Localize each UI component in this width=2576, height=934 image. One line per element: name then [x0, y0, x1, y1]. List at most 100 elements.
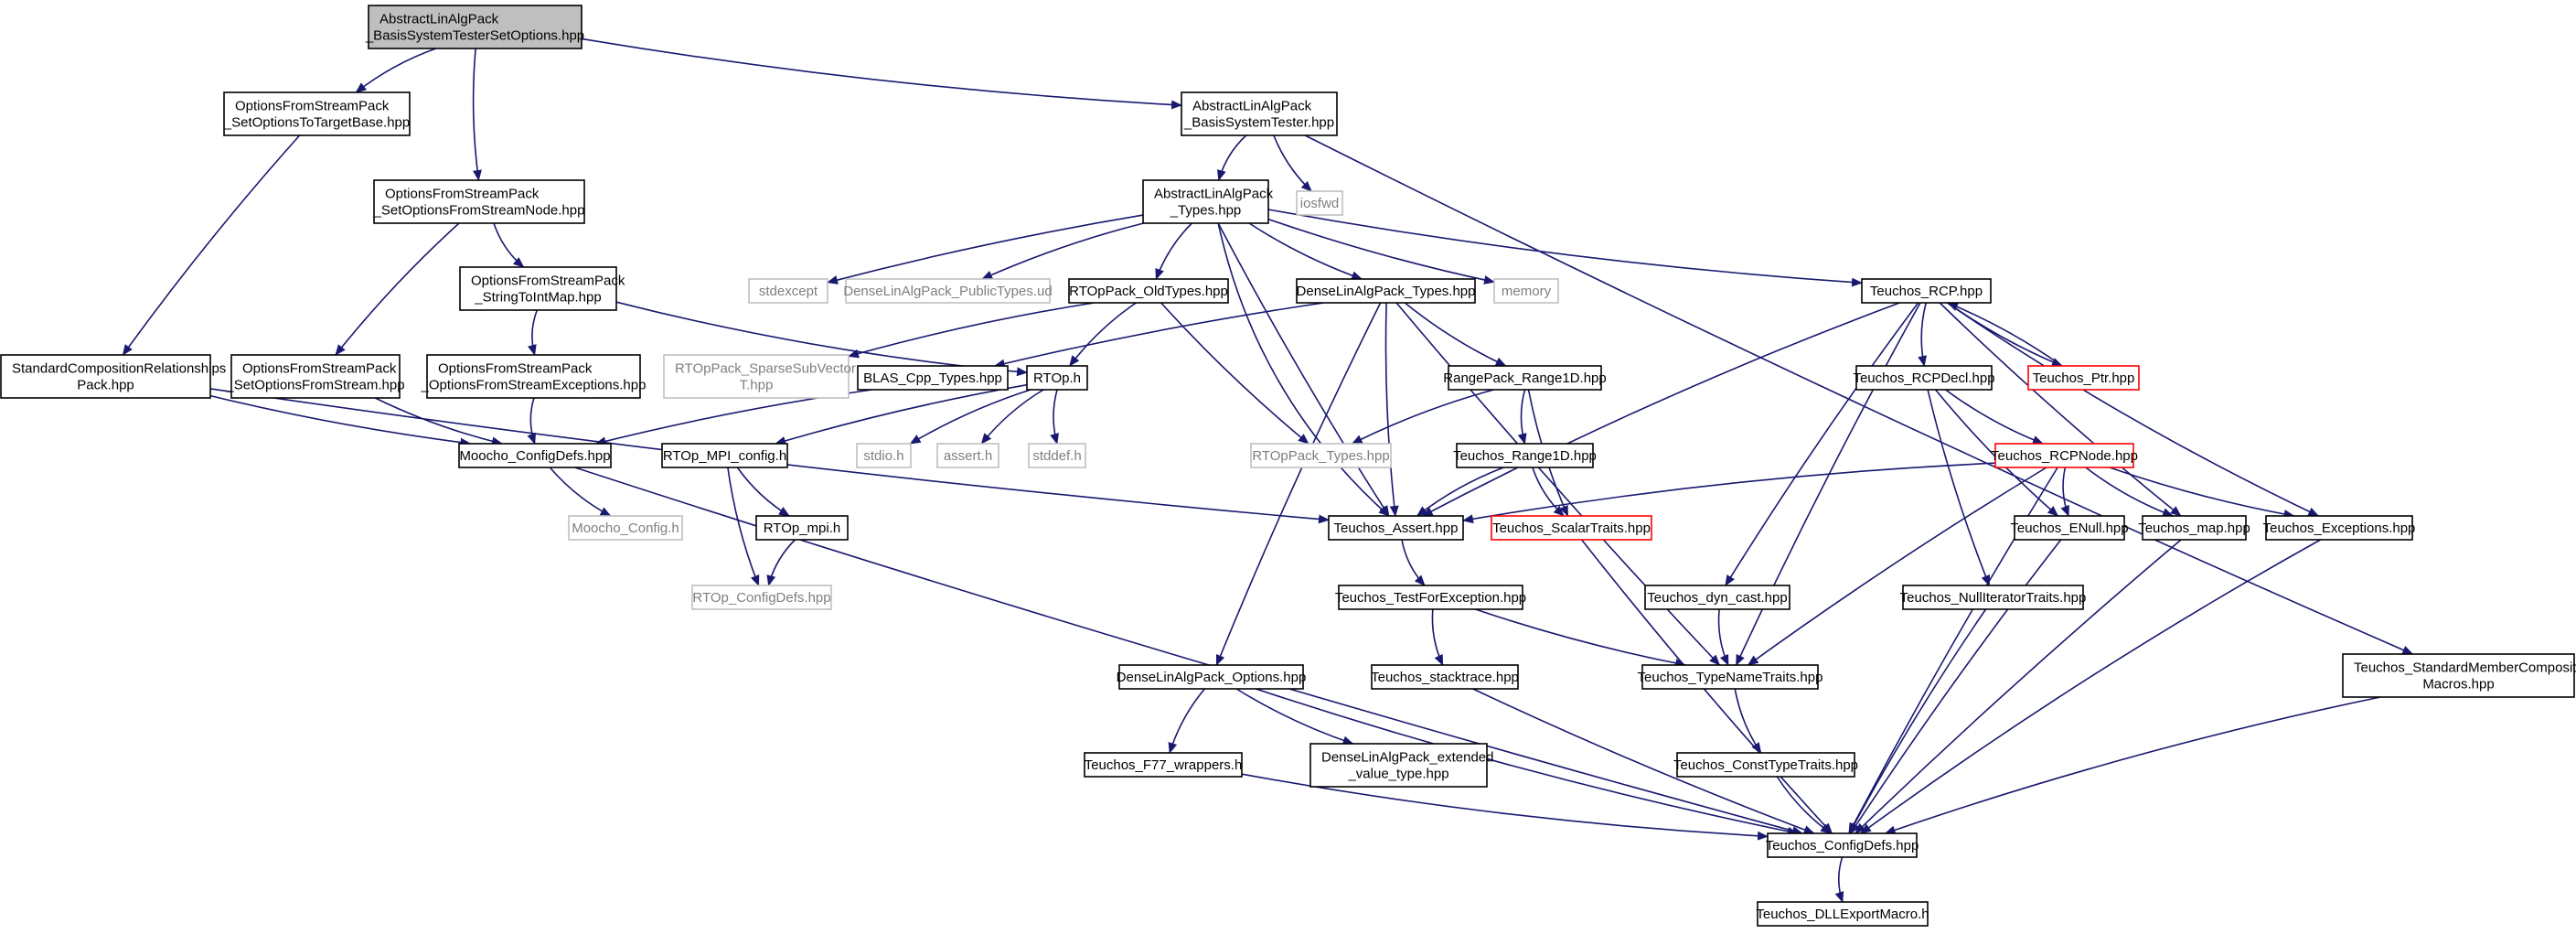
node-label: Teuchos_ScalarTraits.hpp [1492, 521, 1651, 536]
node-teuchos_range1d[interactable]: Teuchos_Range1D.hpp [1453, 443, 1597, 468]
edge-rtop_h-to-assert [980, 389, 1044, 445]
edge-rtop_oldtypes-to-rtop_sparse [848, 302, 1095, 359]
node-label: DenseLinAlgPack_Types.hpp [1297, 284, 1476, 299]
node-ofs_node[interactable]: OptionsFromStreamPack_SetOptionsFromStre… [373, 179, 585, 224]
edge-abst_types-to-teuchos_assert [1217, 222, 1390, 517]
edge-teuchos_typename-to-teuchos_consttype [1734, 688, 1762, 754]
node-dense_options[interactable]: DenseLinAlgPack_Options.hpp [1117, 664, 1307, 690]
node-rangepack[interactable]: RangePack_Range1D.hpp [1443, 365, 1607, 391]
edge-teuchos_stack-to-teuchos_cfgdefs [1472, 688, 1815, 834]
node-moocho_cfg[interactable]: Moocho_ConfigDefs.hpp [458, 443, 612, 468]
node-blas_cpp[interactable]: BLAS_Cpp_Types.hpp [857, 365, 1009, 391]
node-rtop_mpi[interactable]: RTOp_mpi.h [755, 515, 849, 541]
node-rtop_cfgdefs[interactable]: RTOp_ConfigDefs.hpp [691, 585, 832, 610]
node-moocho_config[interactable]: Moocho_Config.h [568, 515, 683, 541]
edge-teuchos_testexc-to-teuchos_stack [1431, 608, 1444, 666]
node-dense_public[interactable]: DenseLinAlgPack_PublicTypes.ud [843, 278, 1053, 304]
node-memory[interactable]: memory [1493, 278, 1559, 304]
edge-abst_types-to-dense_types [1248, 222, 1363, 280]
edge-teuchos_rcp-to-teuchos_dyncast [1725, 302, 1919, 586]
node-box [2265, 515, 2413, 541]
node-teuchos_dll[interactable]: Teuchos_DLLExportMacro.h [1756, 901, 1929, 927]
edge-abst_types-to-stdexcept [827, 214, 1144, 284]
node-box [568, 515, 683, 541]
node-teuchos_rcpdecl[interactable]: Teuchos_RCPDecl.hpp [1853, 365, 1995, 391]
node-box [1068, 278, 1229, 304]
edge-abst_types-to-teuchos_assert [1217, 222, 1390, 517]
node-stdexcept[interactable]: stdexcept [748, 278, 828, 304]
node-teuchos_cfgdefs[interactable]: Teuchos_ConfigDefs.hpp [1766, 832, 1919, 858]
node-label: RTOpPack_SparseSubVector [675, 361, 856, 377]
node-abst_tester[interactable]: AbstractLinAlgPack_BasisSystemTester.hpp [1181, 91, 1338, 136]
node-root[interactable]: AbstractLinAlgPack_BasisSystemTesterSetO… [365, 5, 584, 49]
node-teuchos_map[interactable]: Teuchos_map.hpp [2138, 515, 2250, 541]
node-teuchos_f77[interactable]: Teuchos_F77_wrappers.h [1084, 752, 1243, 778]
node-rtop_mpi_cfg[interactable]: RTOp_MPI_config.h [661, 443, 788, 468]
edge-teuchos_rcpnode-to-teuchos_assert [1462, 462, 1996, 524]
node-assert[interactable]: assert.h [936, 443, 999, 468]
node-teuchos_dyncast[interactable]: Teuchos_dyn_cast.hpp [1644, 585, 1790, 610]
node-teuchos_nulliter[interactable]: Teuchos_NullIteratorTraits.hpp [1900, 585, 2087, 610]
node-stdio[interactable]: stdio.h [856, 443, 912, 468]
edge-moocho_cfg-to-moocho_config [549, 467, 612, 517]
node-label: AbstractLinAlgPack [379, 12, 499, 27]
node-teuchos_consttype[interactable]: Teuchos_ConstTypeTraits.hpp [1673, 752, 1858, 778]
edge-dense_types-to-teuchos_assert [1384, 302, 1399, 517]
node-teuchos_ptr[interactable]: Teuchos_Ptr.hpp [2027, 365, 2140, 391]
node-teuchos_exc[interactable]: Teuchos_Exceptions.hpp [2263, 515, 2416, 541]
node-rtop_h[interactable]: RTOp.h [1026, 365, 1088, 391]
edge-teuchos_dyncast-to-teuchos_typename [1717, 608, 1729, 666]
node-box [1181, 91, 1338, 136]
edge-abst_types-to-rtop_oldtypes [1155, 222, 1192, 280]
node-teuchos_stack[interactable]: Teuchos_stacktrace.hpp [1371, 664, 1519, 690]
node-label: Teuchos_dyn_cast.hpp [1647, 590, 1787, 606]
node-label: AbstractLinAlgPack [1154, 187, 1274, 202]
node-box [845, 278, 1051, 304]
edge-ofs_strmap-to-ofs_exc [528, 309, 539, 356]
node-ofs_target[interactable]: OptionsFromStreamPack_SetOptionsToTarget… [223, 91, 411, 136]
edge-teuchos_rcp-to-teuchos_exc [1946, 302, 2320, 517]
node-dense_types[interactable]: DenseLinAlgPack_Types.hpp [1296, 278, 1476, 304]
node-teuchos_stdmember[interactable]: Teuchos_StandardMemberCompositionMacros.… [2342, 653, 2576, 698]
node-box [1084, 752, 1243, 778]
edge-teuchos_consttype-to-teuchos_cfgdefs [1776, 776, 1833, 834]
node-teuchos_typename[interactable]: Teuchos_TypeNameTraits.hpp [1638, 664, 1823, 690]
node-box [1448, 365, 1602, 391]
node-label: assert.h [944, 448, 992, 464]
node-box [459, 266, 617, 311]
node-teuchos_scalar[interactable]: Teuchos_ScalarTraits.hpp [1491, 515, 1652, 541]
node-abst_types[interactable]: AbstractLinAlgPack_Types.hpp [1142, 179, 1274, 224]
node-ofs_stream[interactable]: OptionsFromStreamPack_SetOptionsFromStre… [225, 354, 405, 399]
nodes-layer: AbstractLinAlgPack_BasisSystemTesterSetO… [0, 5, 2576, 927]
node-label: Teuchos_map.hpp [2138, 521, 2250, 536]
node-teuchos_assert[interactable]: Teuchos_Assert.hpp [1328, 515, 1464, 541]
node-teuchos_enull[interactable]: Teuchos_ENull.hpp [2010, 515, 2129, 541]
node-label: T.hpp [740, 378, 774, 393]
node-box [691, 585, 832, 610]
node-box [368, 5, 583, 49]
node-ofs_strmap[interactable]: OptionsFromStreamPack_StringToIntMap.hpp [459, 266, 625, 311]
node-stddef[interactable]: stddef.h [1028, 443, 1086, 468]
node-ofs_exc[interactable]: OptionsFromStreamPack_OptionsFromStreamE… [421, 354, 647, 399]
edge-ofs_target-to-std_comp [122, 134, 301, 356]
node-label: Teuchos_Range1D.hpp [1453, 448, 1597, 464]
node-rtop_types[interactable]: RTOpPack_Types.hpp [1250, 443, 1392, 468]
node-teuchos_rcpnode[interactable]: Teuchos_RCPNode.hpp [1991, 443, 2138, 468]
node-box [1338, 585, 1523, 610]
node-teuchos_rcp[interactable]: Teuchos_RCP.hpp [1861, 278, 1992, 304]
node-label: OptionsFromStreamPack [438, 361, 593, 377]
node-iosfwd[interactable]: iosfwd [1296, 190, 1343, 216]
edge-rangepack-to-teuchos_range1d [1517, 389, 1527, 445]
node-label: stdexcept [759, 284, 818, 299]
node-label: _SetOptionsFromStreamNode.hpp [373, 203, 585, 219]
node-label: Teuchos_RCPDecl.hpp [1853, 370, 1994, 386]
node-dense_ext[interactable]: DenseLinAlgPack_extended_value_type.hpp [1309, 743, 1493, 788]
node-box [1028, 443, 1086, 468]
node-rtop_oldtypes[interactable]: RTOpPack_OldTypes.hpp [1068, 278, 1229, 304]
node-label: OptionsFromStreamPack [471, 274, 625, 289]
node-box [2027, 365, 2140, 391]
edge-rtop_oldtypes-to-rtop_types [1160, 302, 1309, 445]
node-teuchos_testexc[interactable]: Teuchos_TestForException.hpp [1335, 585, 1526, 610]
